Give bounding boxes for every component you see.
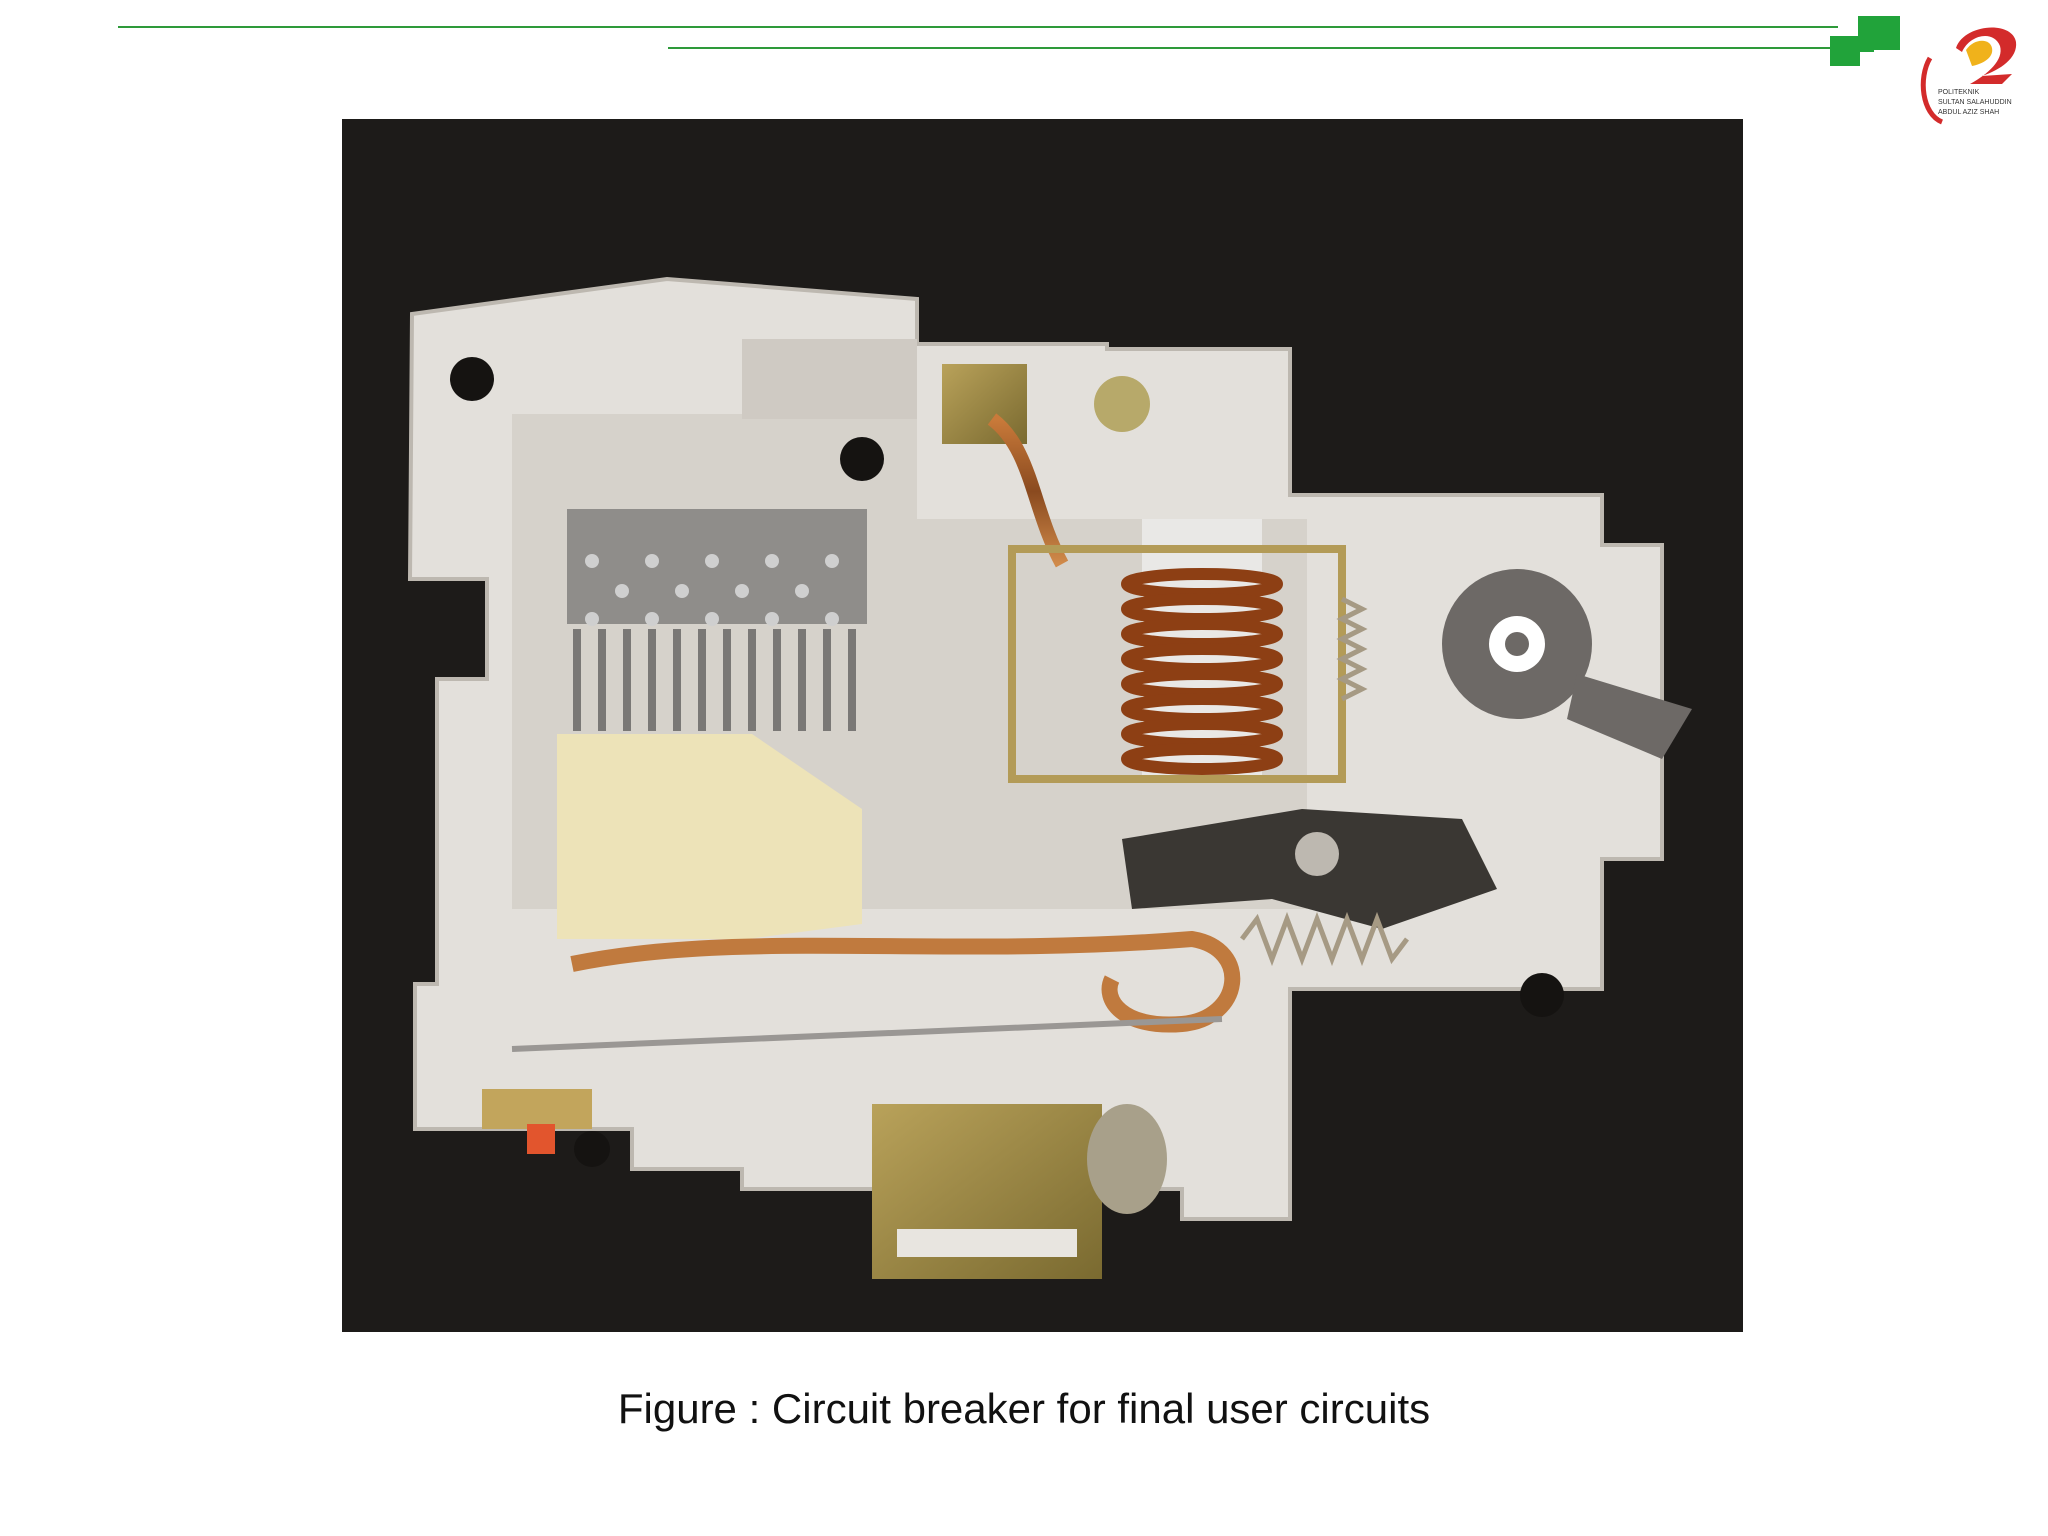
circuit-breaker-photo xyxy=(342,119,1743,1332)
arc-chute xyxy=(567,509,867,624)
trip-coil xyxy=(1121,568,1283,775)
bottom-terminal xyxy=(482,1089,1167,1279)
logo-subtitle-2: ABDUL AZIZ SHAH xyxy=(1938,109,1999,116)
politeknik-logo: POLITEKNIK SULTAN SALAHUDDIN ABDUL AZIZ … xyxy=(1920,27,2017,125)
figure-caption: Figure : Circuit breaker for final user … xyxy=(617,1385,1431,1432)
header-rule-top xyxy=(118,26,1838,28)
logo-subtitle-1: SULTAN SALAHUDDIN xyxy=(1938,99,2012,106)
logo-name: POLITEKNIK xyxy=(1938,89,1980,96)
header-rule-bottom xyxy=(668,47,1838,49)
insulating-block xyxy=(557,734,862,939)
green-cross-icon xyxy=(1830,16,1900,66)
toggle-handle xyxy=(1442,569,1692,759)
mounting-hole xyxy=(450,357,494,401)
